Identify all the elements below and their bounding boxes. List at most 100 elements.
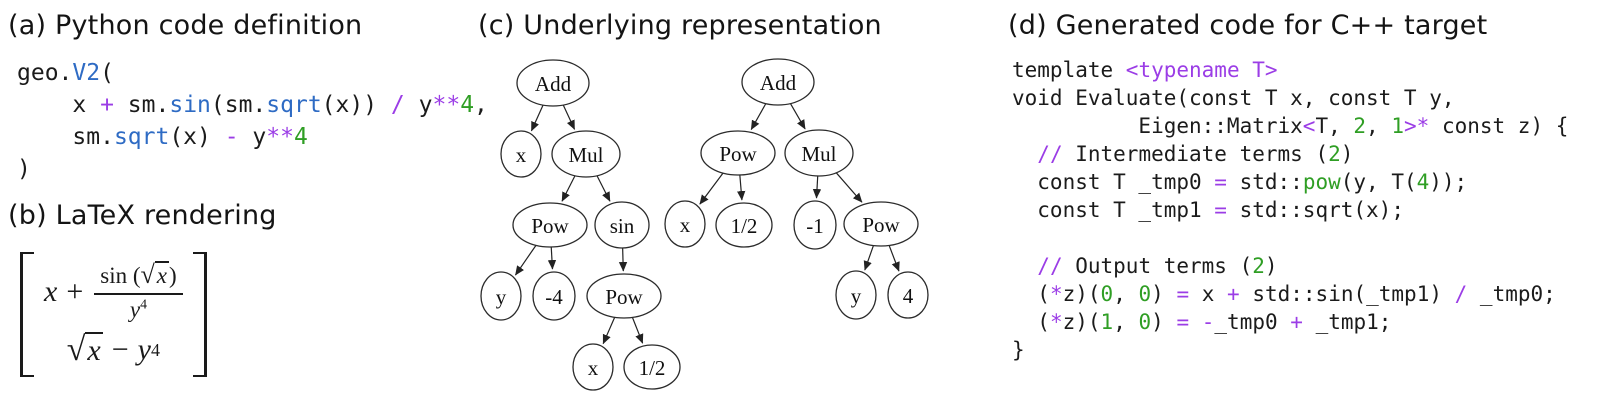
tree-node-label: 4 (903, 284, 914, 308)
tree-edge (750, 103, 767, 131)
code-token: = (1214, 198, 1227, 222)
code-token: sqrt (266, 92, 322, 118)
fraction-denominator: y4 (130, 295, 147, 323)
code-token: sm. (17, 124, 114, 150)
code-token: ) (1151, 282, 1177, 306)
code-token: } (1012, 338, 1025, 362)
tree-node (512, 202, 588, 248)
tree-node-label: 1/2 (639, 356, 666, 380)
code-token: + (1227, 282, 1240, 306)
code-token: std::sqrt(x); (1226, 198, 1404, 222)
tree-node-label: y (851, 284, 862, 308)
tree-node-label: x (588, 356, 599, 380)
tree-node (532, 271, 576, 321)
radical-arg: x (85, 332, 103, 367)
tree-edge (835, 172, 863, 203)
code-token: geo. (17, 60, 73, 86)
code-token: x (1189, 282, 1228, 306)
panel-c-title: (c) Underlying representation (478, 10, 882, 41)
code-token (1012, 254, 1037, 278)
code-line: template <typename T> (1012, 56, 1568, 84)
code-token: 4 (1416, 170, 1430, 194)
code-token: 2 (1328, 142, 1341, 166)
code-token: sqrt (113, 124, 170, 150)
tree-node-label: Pow (531, 214, 569, 238)
code-token (1189, 310, 1202, 334)
tree-edge (812, 175, 822, 199)
tree-edge (631, 317, 644, 344)
tree-edge (863, 245, 874, 271)
code-token: 0 (1138, 310, 1152, 334)
code-token: 4 (460, 92, 475, 118)
tree-edge (789, 103, 806, 130)
code-token: z)( (1062, 282, 1101, 306)
code-token: y (238, 124, 267, 150)
code-token: ** (432, 92, 461, 118)
code-token: z)( (1062, 310, 1101, 334)
code-line: (*z)(0, 0) = x + std::sin(_tmp1) / _tmp0… (1012, 280, 1568, 308)
fraction-numerator: sin (√x) (94, 260, 183, 295)
math-var-y: y (129, 297, 141, 322)
tree-node (784, 129, 854, 177)
python-code-block: geo.V2( x + sm.sin(sm.sqrt(x)) / y**4, s… (17, 57, 488, 185)
math-sin: sin (100, 263, 128, 288)
code-token: , (1366, 114, 1392, 138)
code-token: - (224, 124, 239, 150)
code-token: 0 (1100, 282, 1114, 306)
tree-node (793, 200, 837, 250)
code-line: (*z)(1, 0) = -_tmp0 + _tmp1; (1012, 308, 1568, 336)
tree-node (835, 270, 877, 320)
tree-node-label: Pow (719, 142, 757, 166)
tree-node (516, 59, 590, 107)
code-token: std::sin(_tmp1) (1239, 282, 1455, 306)
code-token: ) (1151, 310, 1177, 334)
math-lparen: ( (132, 263, 141, 288)
cpp-code-block: template <typename T>void Evaluate(const… (1012, 56, 1568, 364)
code-line: const T _tmp0 = std::pow(y, T(4)); (1012, 168, 1568, 196)
code-token: 2 (1252, 254, 1265, 278)
code-token: sin (169, 92, 211, 118)
code-token: / (1454, 282, 1468, 306)
code-line: // Intermediate terms (2) (1012, 140, 1568, 168)
code-token: x (17, 92, 101, 118)
code-token: = (1176, 310, 1190, 334)
math-var-x: x (44, 274, 58, 308)
code-token: = (1214, 170, 1227, 194)
tree-edge (530, 104, 544, 132)
code-token: y (404, 92, 433, 118)
math-var-y: y (137, 333, 151, 366)
tree-node-label: Pow (605, 285, 643, 309)
code-token: , (1113, 310, 1139, 334)
tree-node-label: Mul (568, 143, 603, 167)
tree-node (887, 271, 929, 319)
panel-a-title: (a) Python code definition (8, 10, 363, 41)
code-token: ) (17, 156, 31, 182)
tree-node-label: Pow (862, 213, 900, 237)
tree-node-label: Add (535, 72, 572, 96)
code-line: const T _tmp1 = std::sqrt(x); (1012, 196, 1568, 224)
code-token: + (100, 92, 114, 118)
code-line: ) (17, 153, 488, 185)
tree-edge (561, 175, 576, 202)
code-token: T, (1315, 114, 1354, 138)
code-token: V2 (72, 60, 101, 86)
tree-edge (514, 245, 537, 276)
tree-node-label: Mul (801, 142, 836, 166)
math-rparen: ) (169, 263, 177, 288)
tree-node-label: y (496, 285, 507, 309)
code-token: sm. (113, 92, 170, 118)
code-token: const z) { (1429, 114, 1569, 138)
math-exponent: 4 (140, 296, 148, 312)
tree-node-label: Add (760, 71, 797, 95)
code-token: const T _tmp0 (1012, 170, 1215, 194)
code-token: ( (100, 60, 114, 86)
tree-node (480, 271, 522, 321)
right-bracket (192, 252, 207, 377)
math-fraction: sin (√x) y4 (94, 260, 183, 323)
code-line: void Evaluate(const T x, const T y, (1012, 84, 1568, 112)
code-token: Intermediate terms ( (1062, 142, 1329, 166)
tree-node (741, 58, 815, 106)
